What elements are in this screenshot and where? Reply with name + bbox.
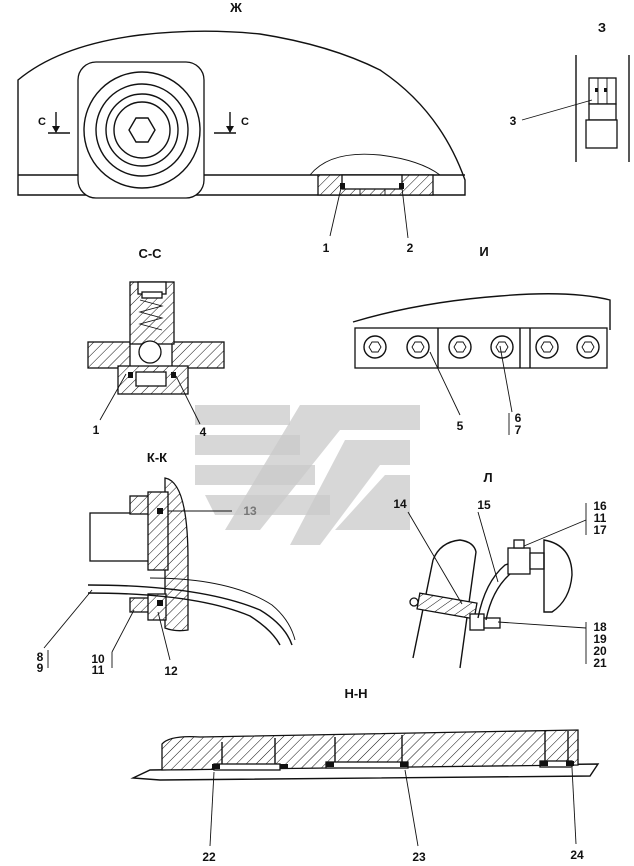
view-kk-title: К-К xyxy=(147,450,167,465)
view-l: Л 14 15 16 11 17 18 19 20 21 xyxy=(393,470,607,670)
callout-11-l: 11 xyxy=(594,511,607,525)
view-i: И 5 6 7 xyxy=(352,244,611,437)
callout-17: 17 xyxy=(593,523,607,537)
view-nn: Н-Н 22 23 24 xyxy=(130,686,600,864)
view-cc: С-С 1 4 xyxy=(87,246,225,439)
view-i-title: И xyxy=(479,244,488,259)
view-kk: К-К 13 8 9 10 11 12 xyxy=(37,450,296,678)
callout-1-cc: 1 xyxy=(93,423,100,437)
watermark-logo xyxy=(195,405,420,545)
callout-14: 14 xyxy=(393,497,407,511)
callout-12: 12 xyxy=(164,664,178,678)
bolt-row xyxy=(363,335,600,359)
view-cc-title: С-С xyxy=(138,246,162,261)
callout-16: 16 xyxy=(593,499,607,513)
view-zh-title: Ж xyxy=(229,0,242,15)
callout-23: 23 xyxy=(412,850,426,864)
view-z-title: З xyxy=(598,20,606,35)
view-nn-title: Н-Н xyxy=(344,686,367,701)
view-l-title: Л xyxy=(483,470,492,485)
callout-9: 9 xyxy=(37,661,44,675)
callout-11-kk: 11 xyxy=(92,663,105,677)
callout-2-top: 2 xyxy=(407,241,414,255)
view-z: З 3 xyxy=(510,20,630,162)
callout-8: 8 xyxy=(37,650,44,664)
callout-21: 21 xyxy=(593,656,607,670)
section-mark-left: С xyxy=(38,116,46,128)
callout-7: 7 xyxy=(515,423,522,437)
section-mark-right: С xyxy=(241,116,249,128)
callout-20: 20 xyxy=(593,644,607,658)
callout-15: 15 xyxy=(477,498,491,512)
callout-19: 19 xyxy=(593,632,607,646)
callout-1-top: 1 xyxy=(323,241,330,255)
callout-18: 18 xyxy=(593,620,607,634)
callout-13: 13 xyxy=(243,504,257,518)
callout-5: 5 xyxy=(457,419,464,433)
callout-4: 4 xyxy=(200,425,207,439)
callout-10: 10 xyxy=(91,652,105,666)
callout-3: 3 xyxy=(510,114,517,128)
callout-22: 22 xyxy=(202,850,216,864)
view-zh: Ж С С 1 2 xyxy=(17,0,466,255)
callout-24: 24 xyxy=(570,848,584,862)
callout-6: 6 xyxy=(515,411,522,425)
